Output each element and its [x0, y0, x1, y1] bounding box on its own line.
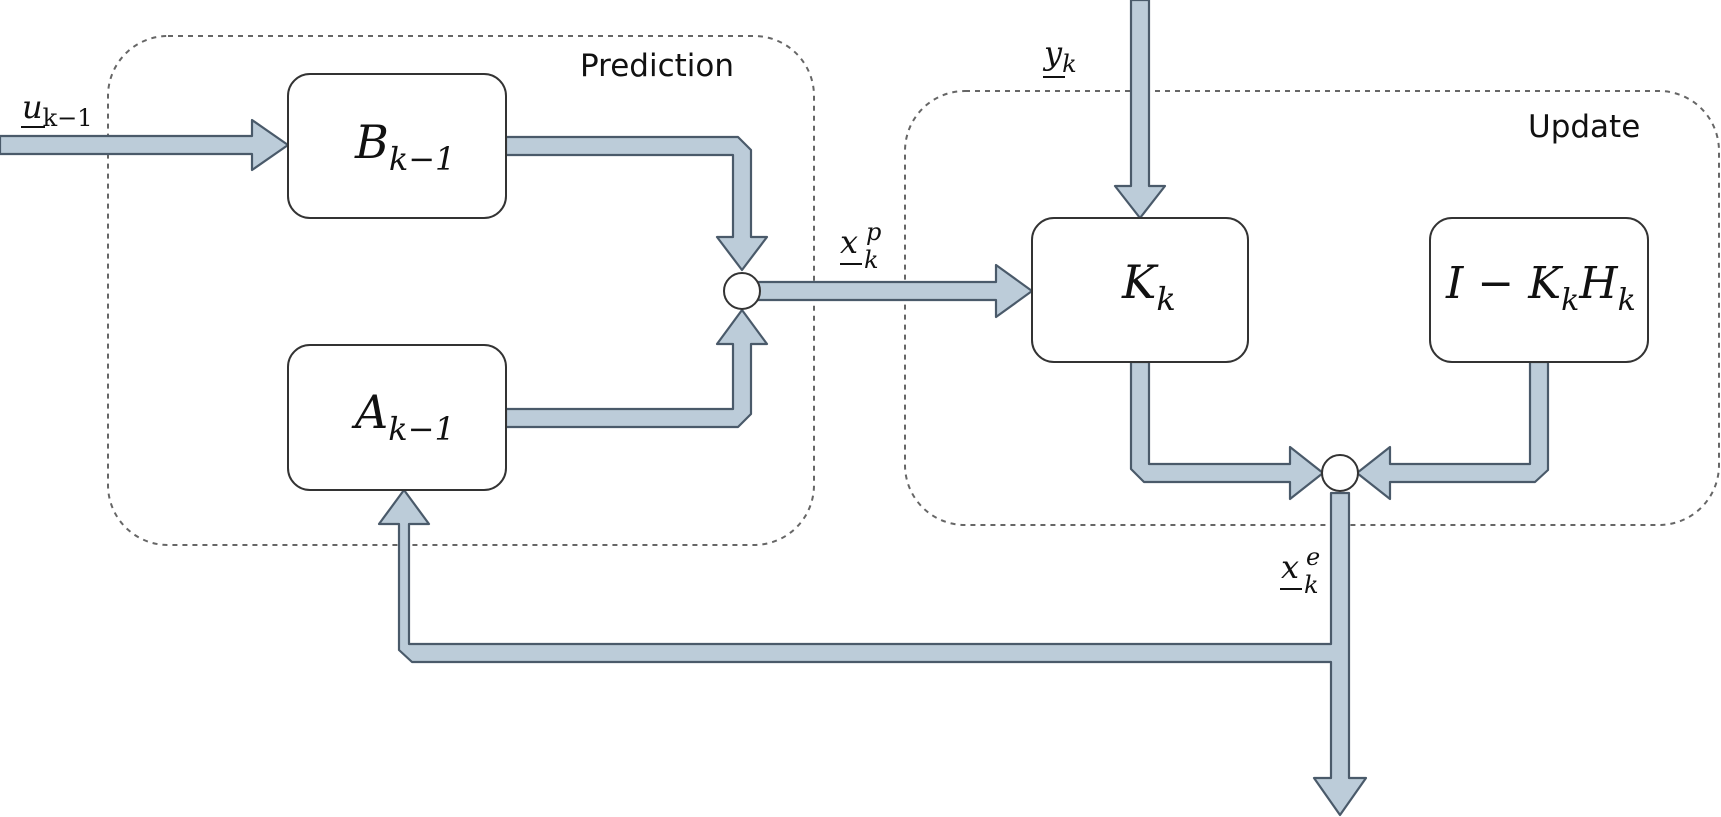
svg-text:e: e [1306, 543, 1320, 571]
svg-text:x: x [1281, 548, 1299, 586]
b-block [287, 73, 507, 219]
svg-text:k: k [1304, 571, 1319, 599]
update-sum-junction [1321, 454, 1359, 492]
svg-text:k: k [864, 246, 879, 274]
ikh-to-sum-arrow [1355, 360, 1550, 501]
ikh-block-label: I − KkHk [1445, 258, 1636, 318]
xp-signal-label: x p k [840, 218, 881, 274]
a-block [287, 344, 507, 491]
a-block-label: Ak−1 [351, 385, 455, 448]
svg-text:p: p [866, 218, 881, 246]
update-group-box [904, 90, 1720, 526]
u-signal-label: uk−1 [21, 88, 93, 132]
b-block-label: Bk−1 [354, 115, 455, 178]
b-to-sum-arrow [504, 135, 769, 272]
u-input-arrow [0, 118, 290, 172]
y-input-arrow [1113, 0, 1167, 220]
k-block [1031, 217, 1249, 363]
k-block-label: Kk [1121, 255, 1176, 318]
y-signal-label: yk [1042, 34, 1077, 78]
svg-text:yk: yk [1042, 34, 1077, 78]
estimated-state-feedback-arrow [377, 488, 1368, 817]
svg-text:uk−1: uk−1 [22, 88, 93, 132]
svg-text:x: x [840, 223, 858, 261]
k-to-sum-arrow [1129, 360, 1325, 501]
a-to-sum-arrow [504, 308, 769, 429]
xe-signal-label: x e k [1280, 543, 1320, 599]
prediction-sum-junction [723, 272, 761, 310]
update-title: Update [1528, 109, 1640, 145]
predicted-state-arrow [756, 263, 1034, 319]
prediction-title: Prediction [580, 48, 734, 84]
ikh-block [1429, 217, 1649, 363]
